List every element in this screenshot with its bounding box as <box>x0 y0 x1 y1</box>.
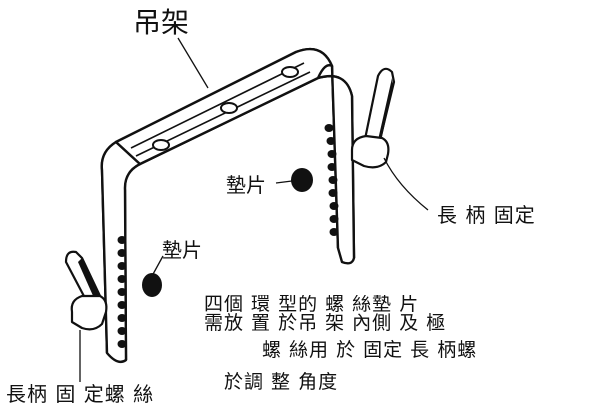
diagram-title: 吊架 <box>133 6 190 39</box>
handle-label-left: 長柄 固 定螺 絲 <box>6 382 155 406</box>
wing-screw-shading <box>78 258 100 298</box>
mounting-hole-icon <box>117 275 127 283</box>
mounting-hole-icon <box>324 124 334 132</box>
note-line: 需放 置 於吊 架 內側 及 極 <box>204 312 447 334</box>
note-line: 四個 環 型的 螺 絲墊 片 <box>204 295 420 315</box>
wing-screw-handle <box>362 67 396 150</box>
mounting-hole-icon <box>117 288 127 296</box>
mounting-hole-icon <box>329 228 339 236</box>
leader-lines <box>79 37 429 382</box>
flange-line <box>130 62 305 149</box>
instruction-note: 四個 環 型的 螺 絲墊 片 需放 置 於吊 架 內側 及 極 螺 絲用 於 固… <box>200 295 607 405</box>
washer-icon <box>291 168 313 192</box>
mounting-hole-icon <box>117 301 127 309</box>
mounting-hole-icon <box>281 66 299 78</box>
washer-label-left: 墊片 <box>162 238 202 262</box>
mounting-hole-icon <box>117 314 127 322</box>
mounting-hole-icon <box>326 137 336 145</box>
mounting-hole-icon <box>117 249 127 257</box>
wing-screw-shading <box>378 78 393 146</box>
leader-line-handle-right <box>383 157 429 211</box>
leader-line-pad-right <box>275 180 293 184</box>
mounting-hole-icon <box>152 139 170 151</box>
mounting-hole-icon <box>117 327 127 335</box>
mounting-hole-icon <box>220 102 238 114</box>
mounting-hole-icon <box>328 176 338 184</box>
right-arm-holes <box>324 124 339 236</box>
wing-screw-icon <box>64 250 108 331</box>
washer-label-right: 墊片 <box>226 173 266 197</box>
wing-screw-hub <box>350 134 390 169</box>
mounting-hole-icon <box>117 236 127 244</box>
note-line: 螺 絲用 於 固定 長 柄螺 <box>262 339 478 361</box>
mounting-hole-icon <box>117 262 127 270</box>
mounting-hole-icon <box>327 163 337 171</box>
washer-icon <box>142 273 162 297</box>
note-line: 於調 整 角度 <box>224 371 339 393</box>
mounting-hole-icon <box>117 340 127 348</box>
mounting-hole-icon <box>328 189 338 197</box>
top-holes <box>152 66 299 151</box>
wing-screw-icon <box>350 67 396 169</box>
mounting-hole-icon <box>329 202 339 210</box>
handle-label-right: 長 柄 固定 <box>437 203 536 227</box>
wing-screw-hub <box>70 294 108 331</box>
left-arm-holes <box>117 236 127 348</box>
mounting-hole-icon <box>327 150 337 158</box>
mounting-hole-icon <box>329 215 339 223</box>
leader-line-pad-left <box>151 255 164 277</box>
leader-line-title <box>177 37 209 89</box>
